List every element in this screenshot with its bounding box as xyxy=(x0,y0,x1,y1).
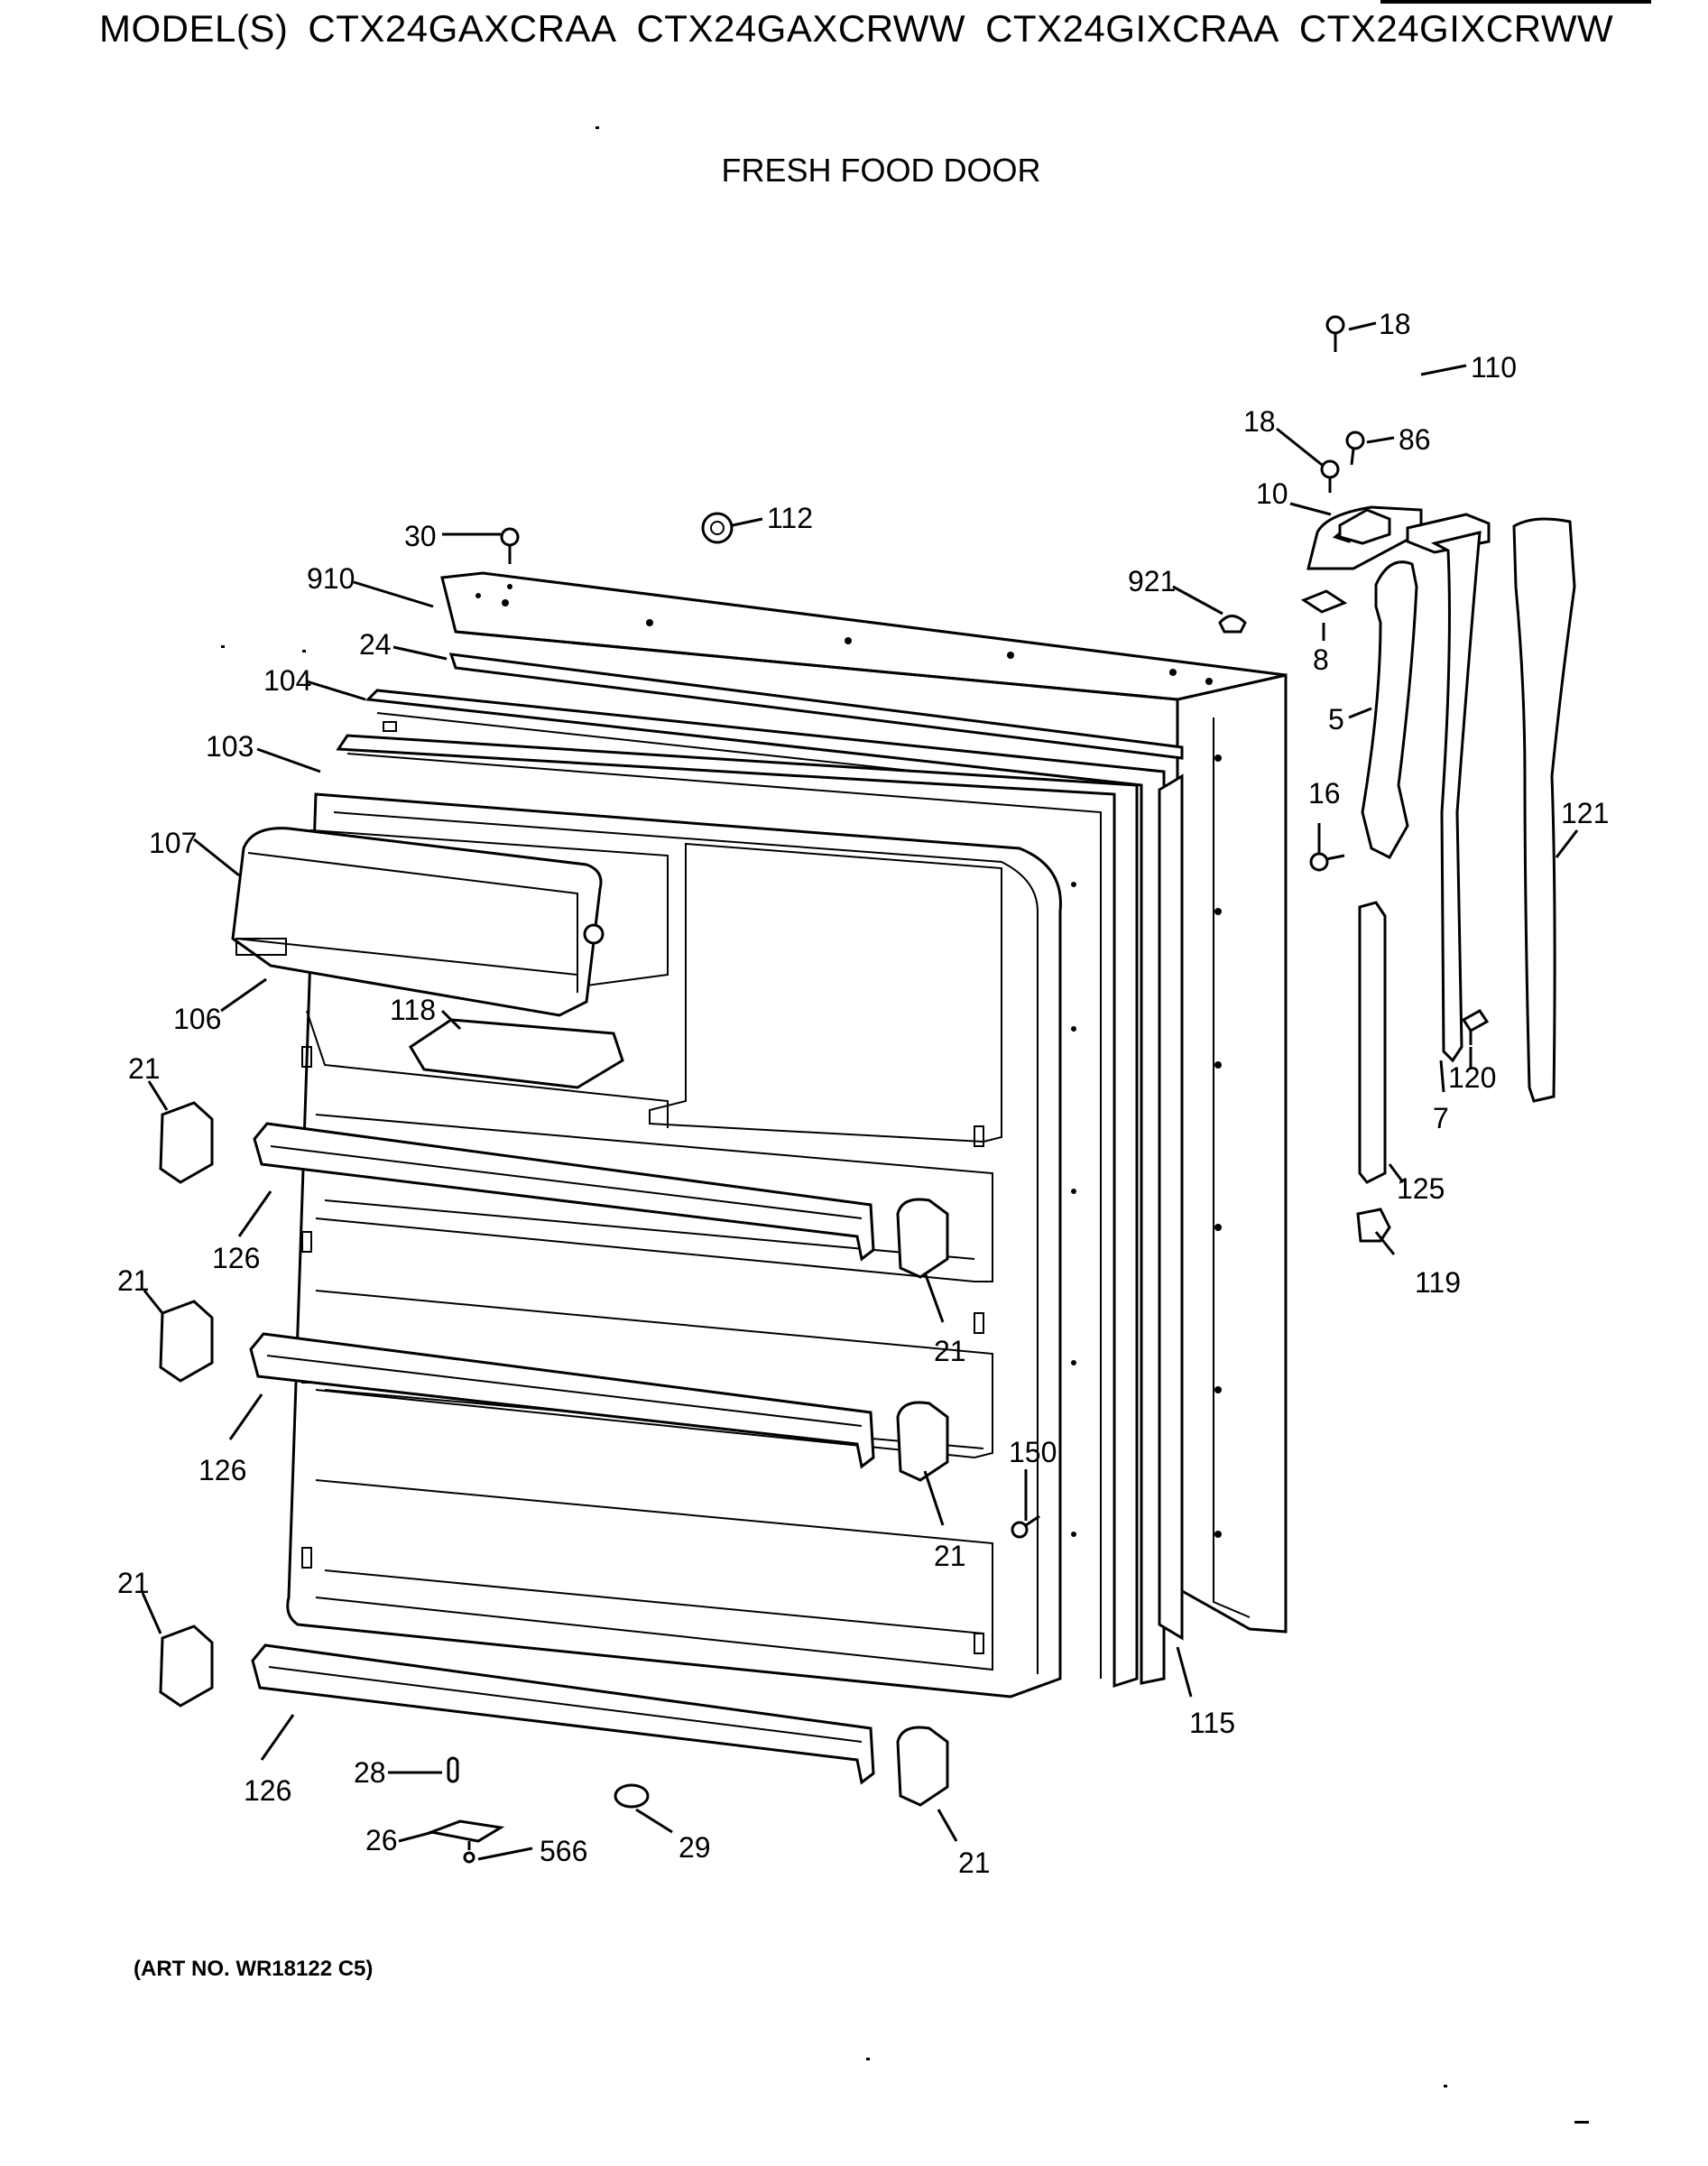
callout-labels: 18 110 18 86 10 112 30 910 921 24 8 104 … xyxy=(117,308,1609,1879)
callout-566: 566 xyxy=(540,1835,587,1867)
callout-150: 150 xyxy=(1009,1436,1057,1468)
callout-21: 21 xyxy=(958,1847,991,1879)
callout-110: 110 xyxy=(1471,351,1517,384)
callout-120: 120 xyxy=(1448,1061,1496,1094)
scan-speck xyxy=(866,2058,870,2060)
art-number: (ART NO. WR18122 C5) xyxy=(134,1957,374,1981)
scan-mark xyxy=(1574,2121,1589,2124)
handle-bracket xyxy=(1361,560,1418,859)
callout-18: 18 xyxy=(1379,308,1411,340)
model-number: CTX24GAXCRAA xyxy=(308,7,617,50)
callout-8: 8 xyxy=(1313,643,1329,676)
callout-21: 21 xyxy=(117,1567,150,1599)
scan-speck xyxy=(595,126,599,129)
door-gasket-strip xyxy=(448,653,1184,760)
callout-7: 7 xyxy=(1433,1102,1449,1134)
handle-top-cap-and-rail xyxy=(1406,513,1491,1063)
callout-29: 29 xyxy=(679,1831,711,1864)
scan-speck xyxy=(302,650,306,653)
diagram-title: FRESH FOOD DOOR xyxy=(721,152,1041,189)
model-prefix: MODEL(S) xyxy=(99,7,289,50)
vertical-gasket xyxy=(1158,773,1184,1641)
header-rule xyxy=(1380,0,1651,4)
callout-126: 126 xyxy=(212,1242,260,1274)
callout-21: 21 xyxy=(128,1052,161,1085)
scan-speck xyxy=(221,645,225,648)
handle-trim xyxy=(1512,517,1576,1103)
model-number: CTX24GAXCRWW xyxy=(636,7,966,50)
callout-921: 921 xyxy=(1128,565,1176,597)
dairy-door xyxy=(231,827,605,1017)
callout-26: 26 xyxy=(365,1824,398,1856)
callout-118: 118 xyxy=(390,994,436,1026)
callout-18: 18 xyxy=(1243,405,1276,438)
model-list: MODEL(S) CTX24GAXCRAA CTX24GAXCRWW CTX24GIX… xyxy=(99,7,1633,51)
callout-24: 24 xyxy=(359,628,392,661)
inner-liner-frame xyxy=(336,734,1139,1689)
model-number: CTX24GIXCRWW xyxy=(1298,7,1614,50)
callout-126: 126 xyxy=(198,1454,246,1486)
scan-speck xyxy=(1444,2085,1447,2087)
callout-5: 5 xyxy=(1328,703,1344,736)
callout-16: 16 xyxy=(1308,777,1341,810)
hinge-assembly xyxy=(1300,315,1423,614)
callout-104: 104 xyxy=(263,664,311,697)
callout-21: 21 xyxy=(934,1540,966,1572)
handle-insert xyxy=(1358,901,1387,1184)
callout-119: 119 xyxy=(1415,1266,1461,1299)
callout-21: 21 xyxy=(117,1264,150,1297)
callout-21: 21 xyxy=(934,1335,966,1367)
callout-106: 106 xyxy=(173,1003,221,1035)
callout-10: 10 xyxy=(1256,477,1288,510)
leader-lines xyxy=(141,321,1579,1861)
callout-910: 910 xyxy=(307,562,355,595)
callout-112: 112 xyxy=(767,502,813,534)
door-liner xyxy=(286,792,1062,1699)
callout-103: 103 xyxy=(206,730,254,763)
shelf-bars xyxy=(249,1122,875,1785)
callout-28: 28 xyxy=(354,1756,386,1789)
callout-125: 125 xyxy=(1397,1172,1445,1205)
callout-115: 115 xyxy=(1189,1707,1235,1739)
callout-30: 30 xyxy=(404,520,437,552)
shelf-end-caps xyxy=(159,1101,949,1807)
callout-121: 121 xyxy=(1561,797,1609,829)
small-fasteners xyxy=(426,512,1490,1864)
callout-126: 126 xyxy=(244,1774,291,1807)
callout-107: 107 xyxy=(149,827,197,859)
callout-86: 86 xyxy=(1399,423,1431,456)
model-number: CTX24GIXCRAA xyxy=(985,7,1279,50)
